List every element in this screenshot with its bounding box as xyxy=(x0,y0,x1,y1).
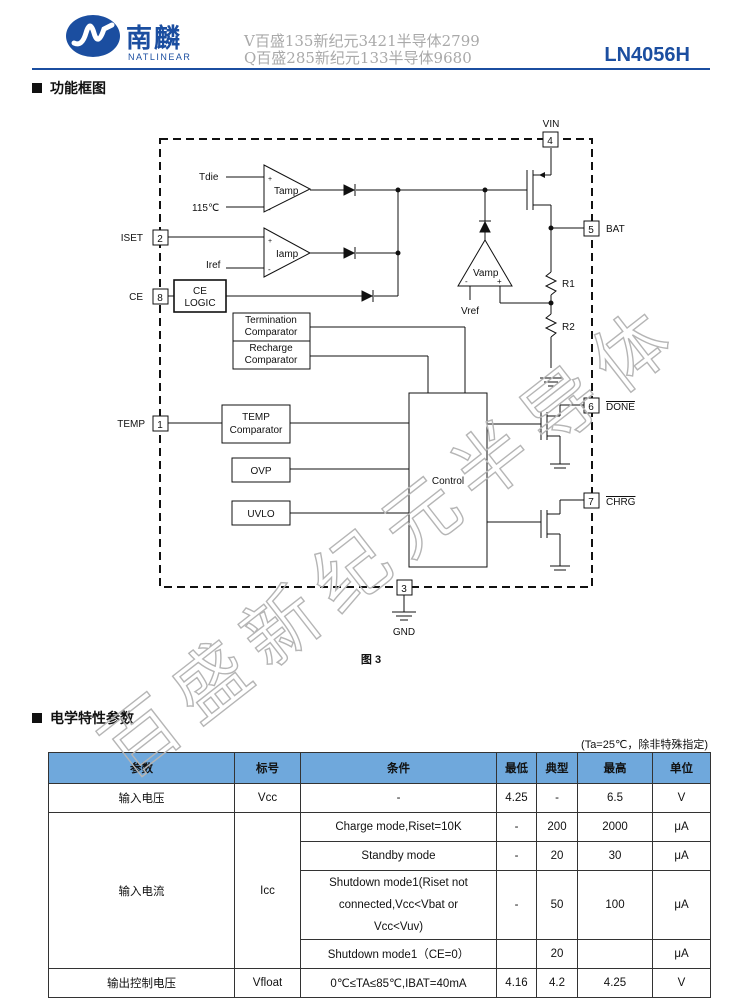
termination-line1: Termination xyxy=(245,315,297,326)
test-conditions-note: (Ta=25℃，除非特殊指定) xyxy=(581,739,708,751)
pin-label-ce: CE xyxy=(129,292,143,303)
label-r1: R1 xyxy=(562,279,575,290)
vamp-amplifier xyxy=(457,239,513,287)
label-r2: R2 xyxy=(562,322,575,333)
recharge-line2: Comparator xyxy=(245,355,298,366)
chip-boundary xyxy=(159,138,593,588)
th-condition: 条件 xyxy=(300,752,497,784)
th-unit: 单位 xyxy=(652,752,711,784)
label-tdie: Tdie xyxy=(199,172,219,183)
table-row: 输入电流 Icc Charge mode,Riset=10K - 200 200… xyxy=(48,812,711,969)
pin-iset xyxy=(152,229,169,246)
temp-comp-line2: Comparator xyxy=(230,425,283,436)
part-number: LN4056H xyxy=(604,44,690,66)
pin-temp xyxy=(152,415,169,432)
label-iref: Iref xyxy=(206,260,221,271)
iamp-amplifier xyxy=(263,227,312,278)
pin-chrg xyxy=(583,492,600,509)
uvlo-label: UVLO xyxy=(247,509,274,520)
pin-label-done: DONE xyxy=(606,402,635,413)
svg-text:6: 6 xyxy=(588,402,594,413)
svg-text:+: + xyxy=(268,176,272,183)
svg-text:+: + xyxy=(268,238,272,245)
ovp-label: OVP xyxy=(250,466,271,477)
table-row: Standby mode - 20 30 μA xyxy=(49,841,711,871)
contact-line-2: Q百盛285新纪元133半导体9680 xyxy=(244,49,472,67)
pin-gnd xyxy=(396,579,413,596)
svg-text:-: - xyxy=(465,277,468,286)
section-electrical-title: 电学特性参数 xyxy=(32,708,134,728)
natlinear-logo-icon xyxy=(66,15,120,57)
section-title-text: 功能框图 xyxy=(50,80,106,96)
bullet-square-icon xyxy=(32,713,42,723)
label-vamp: Vamp xyxy=(473,268,499,279)
th-min: 最低 xyxy=(496,752,537,784)
svg-text:3: 3 xyxy=(401,584,407,595)
label-iamp: Iamp xyxy=(276,249,299,260)
pin-label-bat: BAT xyxy=(606,224,625,235)
label-vref: Vref xyxy=(461,306,479,317)
pin-label-vin: VIN xyxy=(543,119,560,130)
svg-text:8: 8 xyxy=(157,293,163,304)
recharge-comparator-box xyxy=(232,340,311,370)
bullet-square-icon xyxy=(32,83,42,93)
termination-line2: Comparator xyxy=(245,327,298,338)
section-block-diagram-title: 功能框图 xyxy=(32,78,106,98)
contact-line-1: V百盛135新纪元3421半导体2799 xyxy=(244,32,480,50)
control-box xyxy=(408,392,488,568)
th-max: 最高 xyxy=(577,752,653,784)
pin-vin xyxy=(542,131,559,148)
functional-block-diagram: Tdie 115℃ + - Tamp + - Iamp Iref Vamp - … xyxy=(117,119,636,638)
svg-text:7: 7 xyxy=(588,497,594,508)
pin-label-temp: TEMP xyxy=(117,419,145,430)
svg-text:-: - xyxy=(268,205,271,214)
temp-comparator-box xyxy=(221,404,291,444)
svg-text:4: 4 xyxy=(547,136,553,147)
section-title-text: 电学特性参数 xyxy=(50,710,134,726)
pin-bat xyxy=(583,220,600,237)
tamp-amplifier xyxy=(263,164,312,213)
ce-logic-box xyxy=(173,279,227,313)
pin-label-gnd: GND xyxy=(393,627,415,638)
table-header-row: 参数 标号 条件 最低 典型 最高 单位 xyxy=(48,752,711,784)
logo-chinese-name: 南麟 xyxy=(126,23,183,53)
pin-done xyxy=(583,397,600,414)
figure-caption: 图 3 xyxy=(360,654,382,666)
control-label: Control xyxy=(432,476,464,487)
label-115c: 115℃ xyxy=(192,203,219,214)
uvlo-box xyxy=(231,500,291,526)
electrical-spec-table: 参数 标号 条件 最低 典型 最高 单位 输入电压 Vcc - 4.25 - 6… xyxy=(48,752,711,998)
ce-logic-line1: CE xyxy=(193,286,207,297)
ce-logic-line2: LOGIC xyxy=(184,298,215,309)
svg-text:2: 2 xyxy=(157,234,163,245)
pin-label-chrg: CHRG xyxy=(606,497,636,508)
svg-text:5: 5 xyxy=(588,225,594,236)
ovp-box xyxy=(231,457,291,483)
table-row: Shutdown mode1(Riset not connected,Vcc<V… xyxy=(49,870,711,940)
recharge-line1: Recharge xyxy=(249,343,293,354)
table-row: 输入电压 Vcc - 4.25 - 6.5 V xyxy=(48,783,711,813)
pin-ce xyxy=(152,288,169,305)
table-row: 输出控制电压 Vfloat 0℃≤TA≤85℃,IBAT=40mA 4.16 4… xyxy=(48,968,711,998)
label-tamp: Tamp xyxy=(274,186,299,197)
svg-text:1: 1 xyxy=(157,420,163,431)
logo-english-name: NATLINEAR xyxy=(128,52,192,62)
header-divider xyxy=(32,68,710,70)
svg-text:-: - xyxy=(268,265,271,274)
th-typ: 典型 xyxy=(536,752,578,784)
temp-comp-line1: TEMP xyxy=(242,412,270,423)
th-param: 参数 xyxy=(48,752,235,784)
th-symbol: 标号 xyxy=(234,752,301,784)
table-row: Shutdown mode1（CE=0） 20 μA xyxy=(49,939,711,969)
svg-text:+: + xyxy=(497,277,502,286)
pin-label-iset: ISET xyxy=(121,233,143,244)
